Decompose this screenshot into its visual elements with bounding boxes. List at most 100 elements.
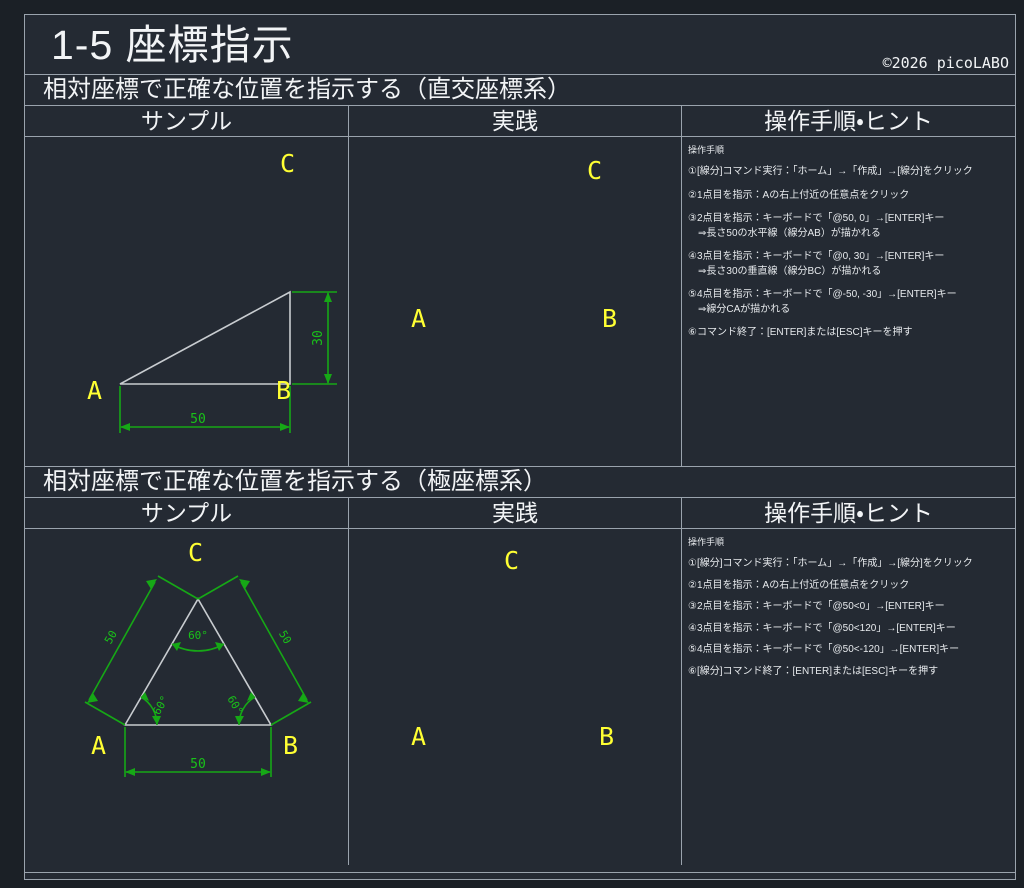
hint-step-main: ①[線分]コマンド実行：「ホーム」→「作成」→[線分]をクリック <box>688 558 973 569</box>
hint-step-main: ④3点目を指示：キーボードで「@0, 30」→[ENTER]キー <box>688 251 945 262</box>
ext-line-bc-c <box>197 575 239 600</box>
equilateral-triangle-diagram: 50 50 50 60° <box>84 538 312 777</box>
angle-text-b: 60° <box>224 693 245 717</box>
practice-label-c: C <box>504 546 519 575</box>
dim-arrow-right <box>280 423 290 431</box>
practice-canvas-1[interactable]: A B C <box>349 137 681 466</box>
section-1-body: 50 30 A B C A B C 操作手順 ①[ <box>25 137 1015 467</box>
hint-step: ①[線分]コマンド実行：「ホーム」→「作成」→[線分]をクリック <box>688 166 1011 179</box>
triangle-outline <box>119 290 291 385</box>
vertex-label-b: B <box>283 731 298 760</box>
section-2-sample-drawing: 50 50 50 60° <box>25 529 349 865</box>
hint-step-main: ②1点目を指示：Aの右上付近の任意点をクリック <box>688 579 910 591</box>
angle-arrow-a1 <box>152 716 161 725</box>
vertex-label-c: C <box>188 538 203 567</box>
hint-step-main: ①[線分]コマンド実行：「ホーム」→「作成」→[線分]をクリック <box>688 166 973 177</box>
page-title: 1-5 座標指示 <box>51 22 294 68</box>
hint-step-sub: ⇒長さ30の垂直線（線分BC）が描かれる <box>698 265 882 277</box>
practice-label-a: A <box>411 722 426 751</box>
triangle-outline <box>123 597 273 726</box>
hint-step-main: ②1点目を指示：Aの右上付近の任意点をクリック <box>688 189 910 201</box>
practice-label-b: B <box>599 722 614 751</box>
section-1-sample-drawing: 50 30 A B C <box>25 137 349 466</box>
angle-arrow-c1 <box>172 642 181 651</box>
dim-arrow-left <box>120 423 130 431</box>
hint-heading: 操作手順 <box>688 537 725 547</box>
dim-text-bc: 50 <box>276 628 294 646</box>
hint-step: ④3点目を指示：キーボードで「@50<120」→[ENTER]キー <box>688 623 1011 636</box>
ext-line-ac-a <box>84 701 126 726</box>
hint-step: ①[線分]コマンド実行：「ホーム」→「作成」→[線分]をクリック <box>688 558 1011 571</box>
dim-arrow-ab-left <box>125 768 135 776</box>
column-header-sample: サンプル <box>25 498 349 528</box>
column-header-practice: 実践 <box>349 106 682 136</box>
dim-arrow-ac-low <box>87 693 98 703</box>
right-triangle-diagram: 50 30 A B C <box>87 149 337 433</box>
hint-step-main: ⑥コマンド終了：[ENTER]または[ESC]キーを押す <box>688 327 913 338</box>
section-2-title: 相対座標で正確な位置を指示する（極座標系） <box>25 467 1015 498</box>
hint-step-main: ⑥[線分]コマンド終了：[ENTER]または[ESC]キーを押す <box>688 665 939 677</box>
hint-step: ⑤4点目を指示：キーボードで「@50<-120」→[ENTER]キー <box>688 644 1011 657</box>
column-header-hint: 操作手順・ヒント <box>764 108 933 134</box>
practice-label-b: B <box>602 304 617 333</box>
angle-arc-c <box>171 643 225 652</box>
hint-step: ③2点目を指示：キーボードで「@50, 0」→[ENTER]キー ⇒長さ50の水… <box>688 213 1011 240</box>
hint-step-main: ④3点目を指示：キーボードで「@50<120」→[ENTER]キー <box>688 622 956 634</box>
practice-canvas-2[interactable]: A B C <box>349 529 681 865</box>
hint-step: ⑥コマンド終了：[ENTER]または[ESC]キーを押す <box>688 327 1011 340</box>
section-2-practice-area[interactable]: A B C <box>349 529 682 865</box>
column-header-hint: 操作手順・ヒント <box>764 500 933 526</box>
dim-text-vertical: 30 <box>311 330 326 346</box>
vertex-label-c: C <box>280 149 295 178</box>
hint-step: ④3点目を指示：キーボードで「@0, 30」→[ENTER]キー ⇒長さ30の垂… <box>688 251 1011 278</box>
ext-line-bc-b <box>270 701 312 726</box>
ext-line-ac-c <box>157 575 199 600</box>
hint-step: ②1点目を指示：Aの右上付近の任意点をクリック <box>688 580 1011 593</box>
section-2-column-headers: サンプル 実践 操作手順・ヒント <box>25 498 1015 529</box>
angle-text-a: 60° <box>150 693 171 717</box>
dim-arrow-bottom <box>324 374 332 384</box>
hint-step: ③2点目を指示：キーボードで「@50<0」→[ENTER]キー <box>688 601 1011 614</box>
angle-arrow-b1 <box>235 716 244 725</box>
dim-line-bc <box>240 581 308 701</box>
hint-step-sub: ⇒線分CAが描かれる <box>698 303 791 315</box>
hint-step: ②1点目を指示：Aの右上付近の任意点をクリック <box>688 190 1011 203</box>
sheet-bottom-strip <box>25 872 1015 879</box>
section-2-body: 50 50 50 60° <box>25 529 1015 865</box>
section-1-column-headers: サンプル 実践 操作手順・ヒント <box>25 106 1015 137</box>
hint-step-main: ⑤4点目を指示：キーボードで「@-50, -30」→[ENTER]キー <box>688 289 957 300</box>
section-1-practice-area[interactable]: A B C <box>349 137 682 466</box>
dim-arrow-ac-high <box>146 579 157 589</box>
hint-step-main: ③2点目を指示：キーボードで「@50<0」→[ENTER]キー <box>688 601 945 612</box>
hint-step-main: ③2点目を指示：キーボードで「@50, 0」→[ENTER]キー <box>688 213 945 224</box>
practice-label-a: A <box>411 304 426 333</box>
dim-text-ac: 50 <box>102 628 120 646</box>
hint-step: ⑥[線分]コマンド終了：[ENTER]または[ESC]キーを押す <box>688 666 1011 679</box>
angle-arrow-a2 <box>141 692 149 701</box>
hint-step-main: ⑤4点目を指示：キーボードで「@50<-120」→[ENTER]キー <box>688 644 960 655</box>
column-header-sample: サンプル <box>25 106 349 136</box>
angle-arrow-b2 <box>247 692 255 701</box>
dim-text-ab: 50 <box>190 757 206 772</box>
title-band: 1-5 座標指示 ©2026 picoLABO <box>25 15 1015 75</box>
section-2-hint-panel: 操作手順 ①[線分]コマンド実行：「ホーム」→「作成」→[線分]をクリック ②1… <box>682 529 1015 865</box>
hint-step-sub: ⇒長さ50の水平線（線分AB）が描かれる <box>698 227 881 239</box>
dim-arrow-bc-high <box>239 579 250 589</box>
dim-text-horizontal: 50 <box>190 412 206 427</box>
hint-heading: 操作手順 <box>688 145 725 155</box>
angle-text-c: 60° <box>188 629 208 642</box>
copyright-notice: ©2026 picoLABO <box>882 54 1009 72</box>
column-header-practice: 実践 <box>349 498 682 528</box>
vertex-label-b: B <box>276 376 291 405</box>
hint-step: ⑤4点目を指示：キーボードで「@-50, -30」→[ENTER]キー ⇒線分C… <box>688 289 1011 316</box>
dim-arrow-ab-right <box>261 768 271 776</box>
angle-arrow-c2 <box>215 642 224 651</box>
vertex-label-a: A <box>91 731 106 760</box>
section-1-title: 相対座標で正確な位置を指示する（直交座標系） <box>25 75 1015 106</box>
section-1-hint-panel: 操作手順 ①[線分]コマンド実行：「ホーム」→「作成」→[線分]をクリック ②1… <box>682 137 1015 466</box>
practice-label-c: C <box>587 156 602 185</box>
dim-line-ac <box>88 581 156 701</box>
vertex-label-a: A <box>87 376 102 405</box>
dim-arrow-top <box>324 292 332 302</box>
drawing-sheet: 1-5 座標指示 ©2026 picoLABO 相対座標で正確な位置を指示する（… <box>24 14 1016 880</box>
